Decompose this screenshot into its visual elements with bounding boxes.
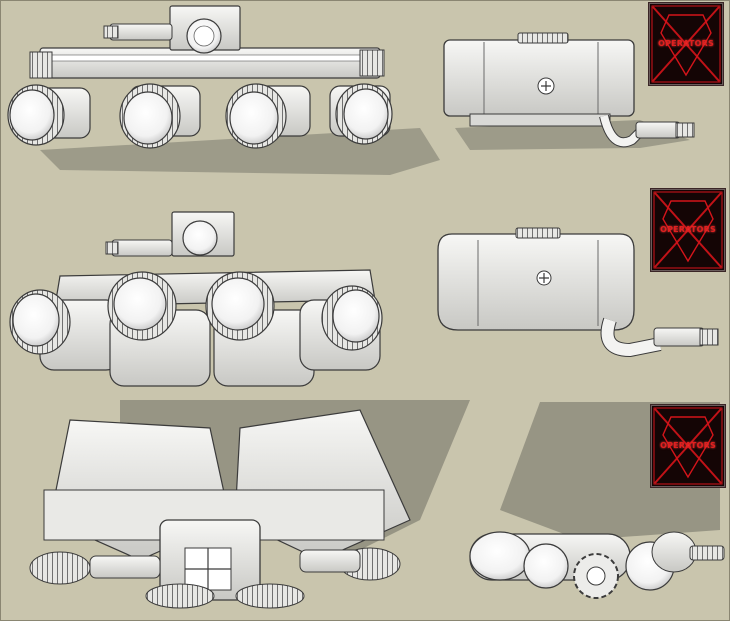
side-battery-pack-view (443, 32, 695, 150)
battery-case (437, 233, 635, 331)
operators-badge: OPERATORS (650, 404, 726, 488)
badge-emblem (653, 191, 723, 269)
tube-1 (9, 289, 121, 371)
tube-2 (119, 83, 201, 149)
badge-label: OPERATORS (660, 225, 716, 234)
front-view (9, 211, 383, 387)
tube-3 (205, 271, 315, 387)
tube-3 (225, 83, 311, 149)
battery-case (443, 39, 635, 117)
tube-2 (107, 271, 211, 387)
rear-battery-pack-view (437, 227, 719, 358)
badge-emblem (651, 5, 721, 83)
badge-label: OPERATORS (660, 441, 716, 450)
operators-badge: OPERATORS (650, 188, 726, 272)
badge-label: OPERATORS (658, 39, 714, 48)
top-down-view (29, 400, 470, 609)
badge-emblem (653, 407, 723, 485)
operators-badge: OPERATORS (648, 2, 724, 86)
tube-4 (329, 83, 393, 145)
tube-1 (7, 84, 91, 146)
ground-shadow (40, 128, 440, 175)
tube-4 (299, 285, 383, 371)
front-three-quarter-view (7, 5, 440, 175)
